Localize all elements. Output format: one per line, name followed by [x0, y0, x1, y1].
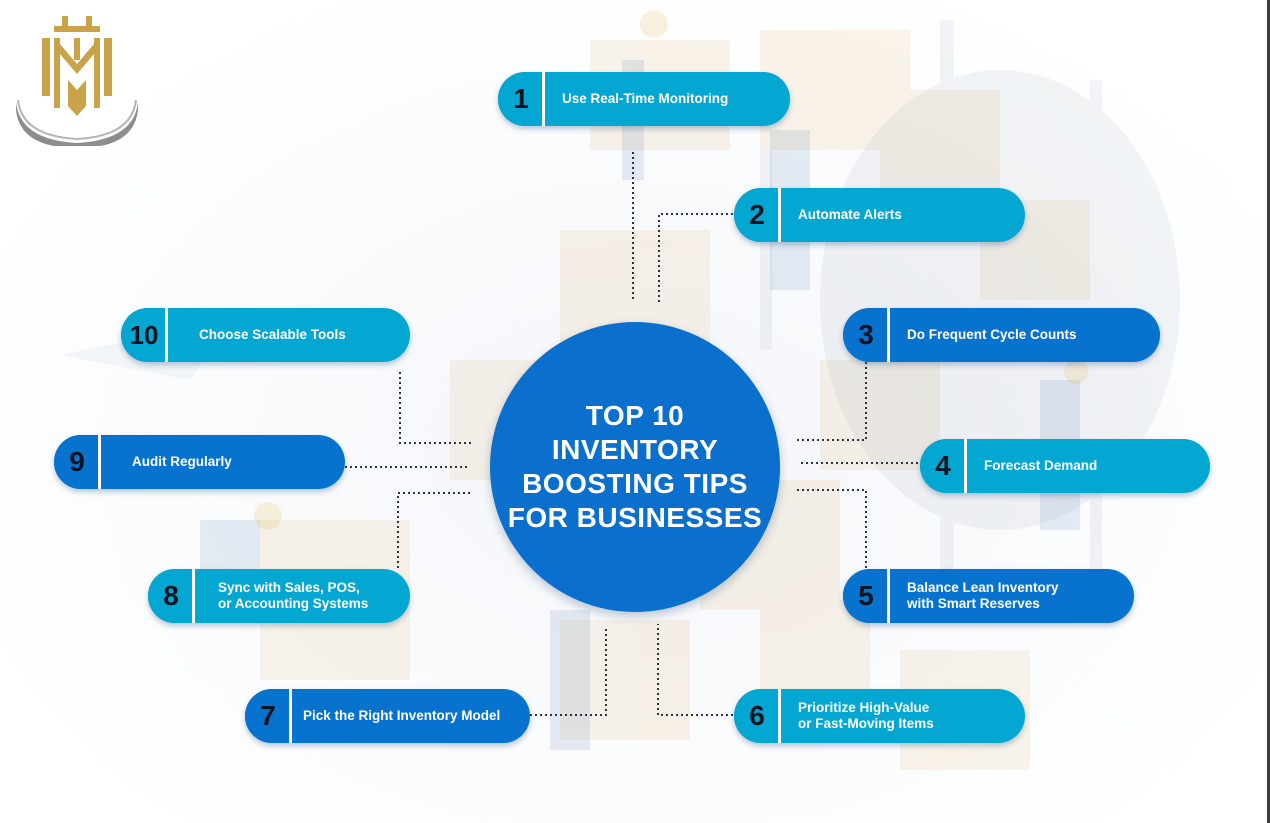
tip-label: Use Real-Time Monitoring: [562, 91, 729, 106]
tip-number: 6: [734, 689, 780, 743]
tip-3-pill: 3 Do Frequent Cycle Counts: [843, 308, 1160, 362]
tip-label: Balance Lean Inventory with Smart Reserv…: [907, 580, 1059, 611]
pill-divider: [192, 569, 195, 623]
connector-2: [658, 213, 733, 302]
tip-label: Do Frequent Cycle Counts: [907, 327, 1077, 342]
tip-number: 2: [734, 188, 780, 242]
pill-divider: [778, 689, 781, 743]
connector-8: [397, 492, 470, 568]
tip-5-pill: 5 Balance Lean Inventory with Smart Rese…: [843, 569, 1134, 623]
tip-2-pill: 2 Automate Alerts: [734, 188, 1025, 242]
pill-divider: [98, 435, 101, 489]
tip-label: Sync with Sales, POS, or Accounting Syst…: [218, 580, 369, 611]
tip-number: 10: [121, 308, 167, 362]
right-edge-strip: [1267, 0, 1270, 823]
tip-number: 8: [148, 569, 194, 623]
tip-number: 3: [843, 308, 889, 362]
tip-label: Audit Regularly: [132, 454, 232, 469]
tip-number: 7: [245, 689, 291, 743]
tip-9-pill: 9 Audit Regularly: [54, 435, 345, 489]
pill-divider: [887, 569, 890, 623]
tip-10-pill: 10 Choose Scalable Tools: [121, 308, 410, 362]
connector-3: [796, 362, 867, 441]
tip-label: Prioritize High-Value or Fast-Moving Ite…: [798, 700, 934, 731]
tip-number: 1: [498, 72, 544, 126]
tip-label: Pick the Right Inventory Model: [303, 708, 501, 723]
tip-1-pill: 1 Use Real-Time Monitoring: [498, 72, 790, 126]
connector-6: [657, 624, 733, 716]
tip-label: Forecast Demand: [984, 458, 1098, 473]
connector-10: [399, 372, 472, 444]
pill-divider: [964, 439, 967, 493]
tip-number: 5: [843, 569, 889, 623]
pill-divider: [289, 689, 292, 743]
tip-label: Choose Scalable Tools: [199, 327, 346, 342]
pill-divider: [887, 308, 890, 362]
tip-7-pill: 7 Pick the Right Inventory Model: [245, 689, 530, 743]
tip-8-pill: 8 Sync with Sales, POS, or Accounting Sy…: [148, 569, 410, 623]
tip-number: 9: [54, 435, 100, 489]
crown-crest-logo: [16, 16, 138, 146]
tip-label: Automate Alerts: [798, 207, 902, 222]
tip-number: 4: [920, 439, 966, 493]
pill-divider: [778, 188, 781, 242]
connector-7: [530, 628, 607, 716]
connector-5: [794, 489, 867, 568]
center-title-circle: TOP 10 INVENTORY BOOSTING TIPS FOR BUSIN…: [490, 322, 780, 612]
pill-divider: [542, 72, 545, 126]
pill-divider: [165, 308, 168, 362]
tip-6-pill: 6 Prioritize High-Value or Fast-Moving I…: [734, 689, 1025, 743]
center-title: TOP 10 INVENTORY BOOSTING TIPS FOR BUSIN…: [507, 400, 763, 533]
tip-4-pill: 4 Forecast Demand: [920, 439, 1210, 493]
